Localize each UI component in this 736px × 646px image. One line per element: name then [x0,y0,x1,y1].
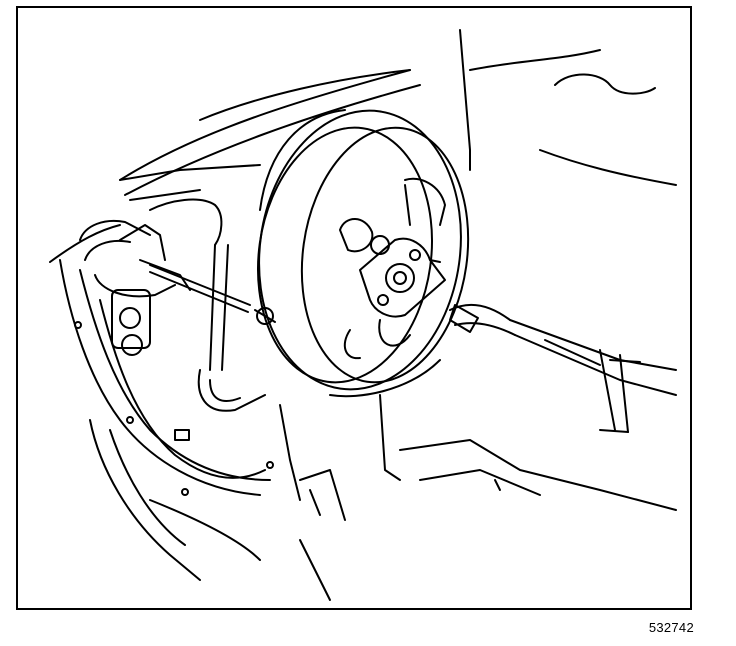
lower-structure [149,394,677,601]
brake-line-rod [149,264,276,325]
brake-booster [256,109,470,398]
master-cylinder [79,164,266,412]
inner-fender [49,224,274,581]
figure-id-label: 532742 [648,620,694,635]
firewall-outline [119,29,677,196]
push-rod-cable [449,303,677,433]
